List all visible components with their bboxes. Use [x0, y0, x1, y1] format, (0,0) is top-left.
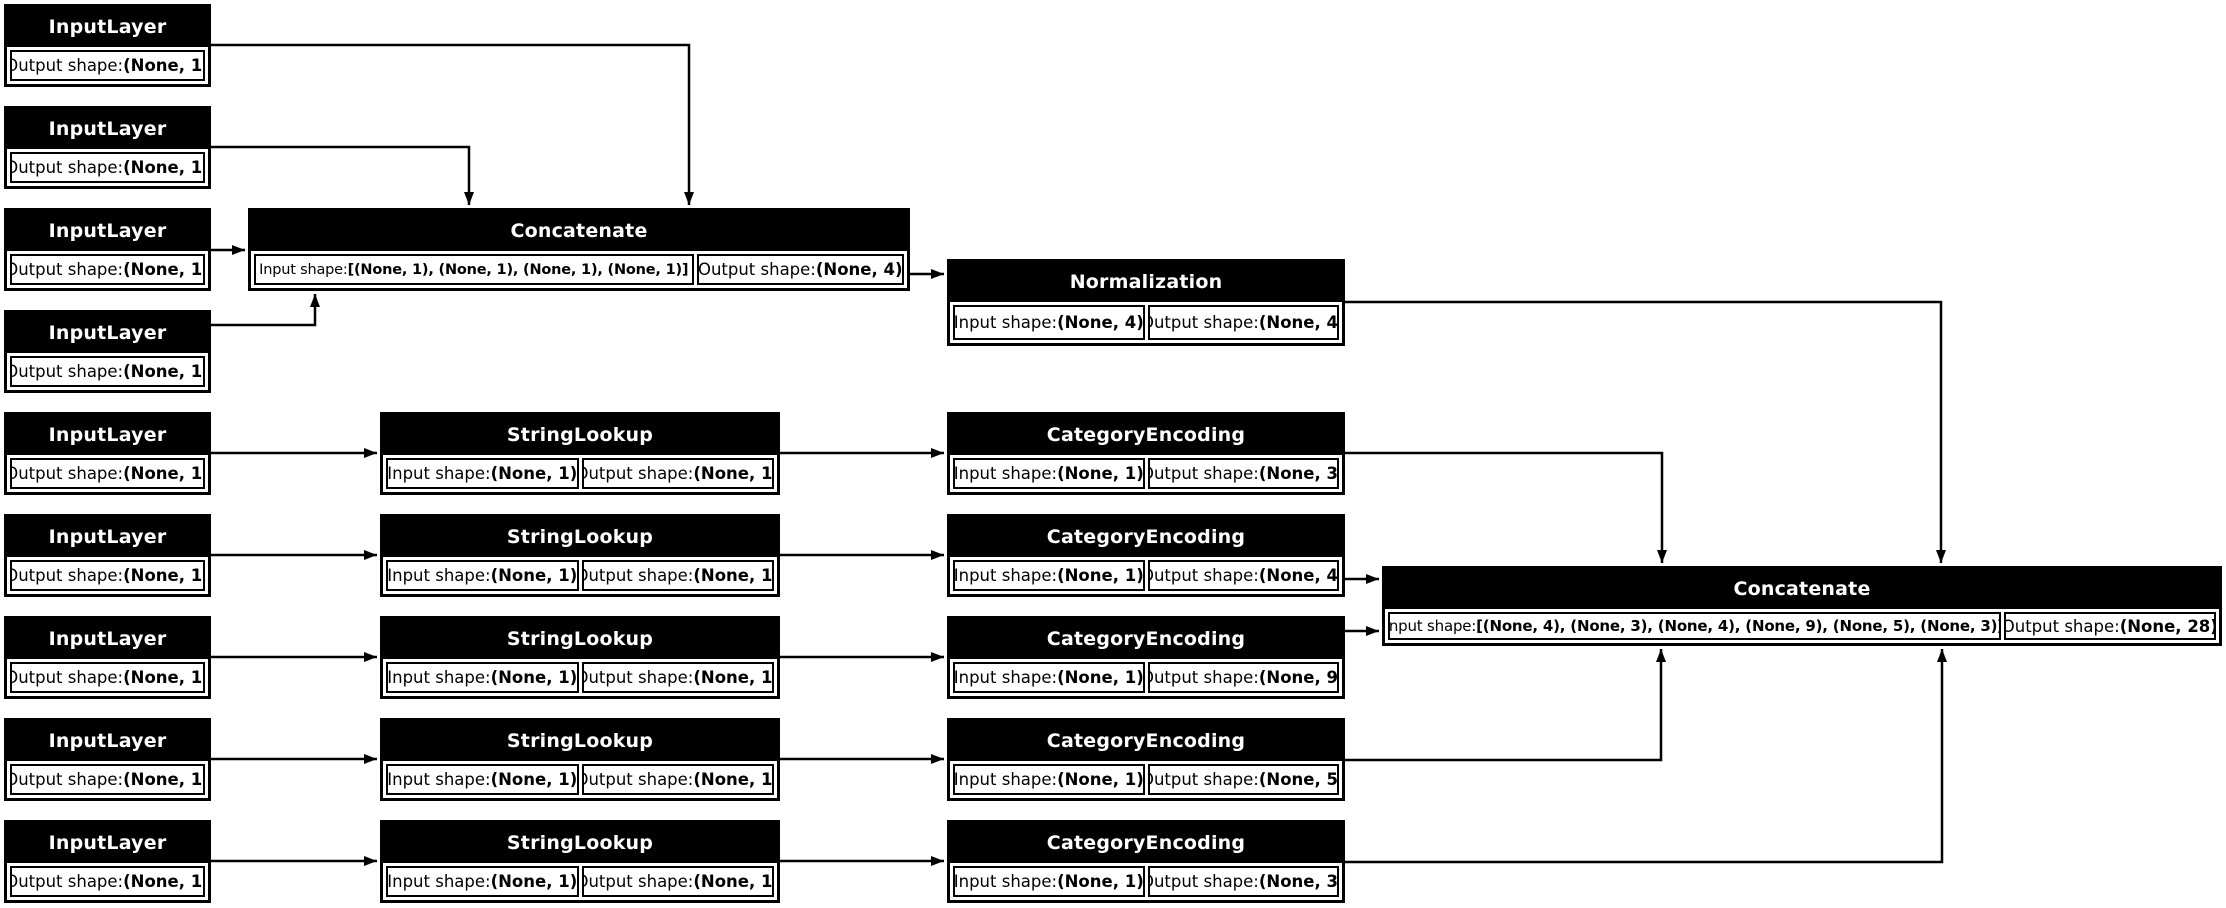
input-shape-cell: Input shape: (None, 1)	[953, 458, 1145, 489]
output-shape-cell: Output shape: (None, 5)	[1147, 764, 1339, 795]
input-shape-cell: Input shape: (None, 1)	[953, 764, 1145, 795]
output-shape-cell: Output shape: (None, 4)	[696, 254, 904, 285]
edge-normalization-to-concatenate-2	[1345, 300, 1946, 563]
output-shape-cell: Output shape: (None, 4)	[1147, 560, 1339, 591]
output-shape-cell: Output shape: (None, 1)	[10, 50, 205, 81]
layer-type-label: InputLayer	[7, 721, 208, 761]
input-shape-cell: Input shape: (None, 1)	[386, 458, 579, 489]
edge-input-1-to-concatenate-1	[211, 43, 694, 205]
node-category-encoding-4: CategoryEncoding Input shape: (None, 1) …	[947, 718, 1345, 801]
layer-type-label: InputLayer	[7, 517, 208, 557]
output-shape-cell: Output shape: (None, 1)	[10, 152, 205, 183]
layer-type-label: CategoryEncoding	[950, 721, 1342, 761]
input-shape-cell: Input shape: (None, 1)	[953, 866, 1145, 897]
layer-type-label: StringLookup	[383, 823, 777, 863]
output-shape-cell: Output shape: (None, 4)	[1147, 305, 1339, 340]
node-input-3: InputLayer Output shape: (None, 1)	[4, 208, 211, 291]
layer-type-label: InputLayer	[7, 619, 208, 659]
layer-type-label: Concatenate	[1385, 569, 2219, 609]
output-shape-cell: Output shape: (None, 1)	[10, 356, 205, 387]
node-string-lookup-3: StringLookup Input shape: (None, 1) Outp…	[380, 616, 780, 699]
input-shape-cell: Input shape: (None, 1)	[386, 662, 579, 693]
node-concatenate-1: Concatenate Input shape: [(None, 1), (No…	[248, 208, 910, 291]
layer-type-label: Concatenate	[251, 211, 907, 251]
output-shape-cell: Output shape: (None, 1)	[581, 764, 774, 795]
node-input-6: InputLayer Output shape: (None, 1)	[4, 514, 211, 597]
input-shape-cell: Input shape: (None, 1)	[386, 866, 579, 897]
edge-category-encoding-4-to-concatenate-2	[1345, 649, 1666, 762]
layer-type-label: InputLayer	[7, 109, 208, 149]
input-shape-cell: Input shape: (None, 4)	[953, 305, 1145, 340]
layer-type-label: InputLayer	[7, 7, 208, 47]
layer-type-label: Normalization	[950, 262, 1342, 302]
input-shape-cell: Input shape: (None, 1)	[953, 662, 1145, 693]
layer-type-label: CategoryEncoding	[950, 415, 1342, 455]
edge-category-encoding-1-to-concatenate-2	[1345, 451, 1667, 563]
input-shape-cell: Input shape: [(None, 1), (None, 1), (Non…	[254, 254, 694, 285]
input-shape-cell: Input shape: (None, 1)	[953, 560, 1145, 591]
output-shape-cell: Output shape: (None, 3)	[1147, 458, 1339, 489]
node-normalization: Normalization Input shape: (None, 4) Out…	[947, 259, 1345, 346]
input-shape-cell: Input shape: (None, 1)	[386, 764, 579, 795]
node-category-encoding-5: CategoryEncoding Input shape: (None, 1) …	[947, 820, 1345, 903]
edge-input-4-to-concatenate-1	[211, 294, 320, 327]
output-shape-cell: Output shape: (None, 1)	[581, 866, 774, 897]
edge-input-2-to-concatenate-1	[211, 145, 474, 205]
layer-type-label: CategoryEncoding	[950, 619, 1342, 659]
output-shape-cell: Output shape: (None, 1)	[10, 560, 205, 591]
node-input-5: InputLayer Output shape: (None, 1)	[4, 412, 211, 495]
node-input-2: InputLayer Output shape: (None, 1)	[4, 106, 211, 189]
input-shape-cell: Input shape: [(None, 4), (None, 3), (Non…	[1388, 612, 2001, 640]
layer-type-label: StringLookup	[383, 517, 777, 557]
output-shape-cell: Output shape: (None, 1)	[10, 458, 205, 489]
input-shape-cell: Input shape: (None, 1)	[386, 560, 579, 591]
node-category-encoding-3: CategoryEncoding Input shape: (None, 1) …	[947, 616, 1345, 699]
node-string-lookup-1: StringLookup Input shape: (None, 1) Outp…	[380, 412, 780, 495]
output-shape-cell: Output shape: (None, 1)	[10, 254, 205, 285]
output-shape-cell: Output shape: (None, 1)	[10, 866, 205, 897]
layer-type-label: StringLookup	[383, 619, 777, 659]
layer-type-label: InputLayer	[7, 313, 208, 353]
node-input-8: InputLayer Output shape: (None, 1)	[4, 718, 211, 801]
output-shape-cell: Output shape: (None, 1)	[581, 560, 774, 591]
output-shape-cell: Output shape: (None, 3)	[1147, 866, 1339, 897]
node-category-encoding-2: CategoryEncoding Input shape: (None, 1) …	[947, 514, 1345, 597]
node-string-lookup-4: StringLookup Input shape: (None, 1) Outp…	[380, 718, 780, 801]
layer-type-label: StringLookup	[383, 721, 777, 761]
layer-type-label: CategoryEncoding	[950, 823, 1342, 863]
layer-type-label: CategoryEncoding	[950, 517, 1342, 557]
node-input-4: InputLayer Output shape: (None, 1)	[4, 310, 211, 393]
node-string-lookup-2: StringLookup Input shape: (None, 1) Outp…	[380, 514, 780, 597]
layer-type-label: InputLayer	[7, 415, 208, 455]
output-shape-cell: Output shape: (None, 1)	[10, 764, 205, 795]
node-category-encoding-1: CategoryEncoding Input shape: (None, 1) …	[947, 412, 1345, 495]
edge-category-encoding-5-to-concatenate-2	[1345, 649, 1947, 864]
layer-type-label: StringLookup	[383, 415, 777, 455]
node-string-lookup-5: StringLookup Input shape: (None, 1) Outp…	[380, 820, 780, 903]
node-concatenate-2: Concatenate Input shape: [(None, 4), (No…	[1382, 566, 2222, 646]
layer-type-label: InputLayer	[7, 211, 208, 251]
output-shape-cell: Output shape: (None, 28)	[2003, 612, 2216, 640]
layer-type-label: InputLayer	[7, 823, 208, 863]
output-shape-cell: Output shape: (None, 1)	[10, 662, 205, 693]
output-shape-cell: Output shape: (None, 1)	[581, 662, 774, 693]
node-input-9: InputLayer Output shape: (None, 1)	[4, 820, 211, 903]
output-shape-cell: Output shape: (None, 1)	[581, 458, 774, 489]
node-input-1: InputLayer Output shape: (None, 1)	[4, 4, 211, 87]
node-input-7: InputLayer Output shape: (None, 1)	[4, 616, 211, 699]
output-shape-cell: Output shape: (None, 9)	[1147, 662, 1339, 693]
